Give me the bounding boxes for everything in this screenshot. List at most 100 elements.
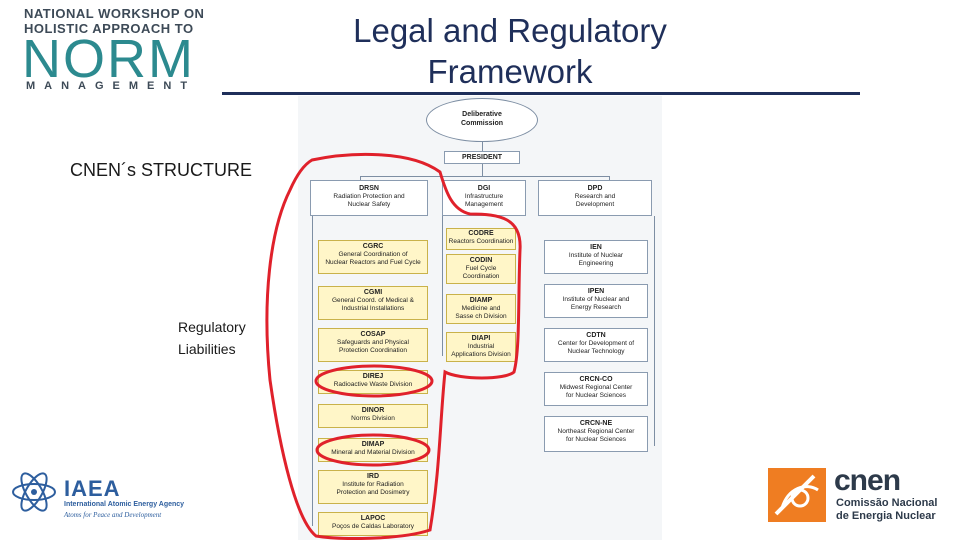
- highlight-outline: [265, 152, 522, 540]
- unit-desc: Reactors Coordination: [448, 238, 514, 245]
- unit-desc: Protection and Dosimetry: [336, 489, 410, 496]
- regulatory-label-line1: Regulatory: [178, 319, 246, 335]
- unit-desc: Institute for Radiation: [342, 481, 404, 488]
- unit-crcn-co: CRCN-CO Midwest Regional Center for Nucl…: [544, 372, 648, 406]
- unit-code: CODIN: [469, 257, 493, 264]
- regulatory-liabilities-label: Regulatory Liabilities: [178, 316, 246, 360]
- cnen-subtitle-line1: Comissão Nacional: [836, 497, 938, 509]
- unit-desc: Management: [465, 201, 503, 208]
- unit-dinor: DINOR Norms Division: [318, 404, 428, 428]
- connector-line: [654, 216, 655, 446]
- unit-desc: Coordination: [462, 273, 500, 280]
- unit-code: DRSN: [359, 185, 379, 192]
- regulatory-label-line2: Liabilities: [178, 341, 236, 357]
- cnen-emblem-graphic: [774, 474, 819, 516]
- unit-cgmi: CGMI General Coord. of Medical & Industr…: [318, 286, 428, 320]
- deliberative-commission-node: Deliberative Commission: [426, 98, 538, 142]
- workshop-logo-management: MANAGEMENT: [26, 80, 197, 92]
- unit-desc: Safeguards and Physical: [337, 339, 409, 346]
- connector-line: [360, 176, 610, 177]
- unit-code: CRCN-NE: [579, 420, 613, 427]
- unit-desc: Engineering: [578, 260, 614, 267]
- connector-line: [312, 216, 313, 526]
- unit-desc: Energy Research: [570, 304, 622, 311]
- unit-desc: Radioactive Waste Division: [333, 381, 413, 388]
- connector-line: [482, 164, 483, 176]
- unit-desc: Protection Coordination: [339, 347, 407, 354]
- unit-codre: CODRE Reactors Coordination: [446, 228, 516, 250]
- unit-ien: IEN Institute of Nuclear Engineering: [544, 240, 648, 274]
- iaea-name: IAEA: [64, 476, 121, 501]
- unit-code: IPEN: [587, 288, 605, 295]
- title-underline: [222, 92, 860, 95]
- unit-code: DIREJ: [362, 373, 384, 380]
- directorate-dgi: DGI Infrastructure Management: [442, 180, 526, 216]
- unit-desc: General Coordination of: [338, 251, 408, 258]
- workshop-logo-norm: NORM: [22, 29, 195, 89]
- unit-code: DINOR: [361, 407, 385, 414]
- directorate-dpd: DPD Research and Development: [538, 180, 652, 216]
- unit-lapoc: LAPOC Poços de Caldas Laboratory: [318, 512, 428, 536]
- workshop-logo-line1: NATIONAL WORKSHOP ON: [24, 6, 205, 21]
- unit-code: CGMI: [363, 289, 383, 296]
- unit-desc: Industrial: [467, 343, 495, 350]
- connector-line: [609, 176, 610, 180]
- unit-direj: DIREJ Radioactive Waste Division: [318, 370, 428, 394]
- unit-desc: Development: [575, 201, 615, 208]
- slide-title-line2: Framework: [427, 53, 593, 90]
- workshop-logo-line2: HOLISTIC APPROACH TO: [24, 21, 194, 36]
- unit-desc: Center for Development of: [557, 340, 635, 347]
- iaea-motto: Atoms for Peace and Development: [64, 511, 162, 519]
- unit-ird: IRD Institute for Radiation Protection a…: [318, 470, 428, 504]
- highlight-circle-dimap: [315, 433, 431, 467]
- unit-desc: Nuclear Reactors and Fuel Cycle: [325, 259, 421, 266]
- unit-codin: CODIN Fuel Cycle Coordination: [446, 254, 516, 284]
- cnen-wordmark: cnen: [834, 464, 901, 497]
- unit-code: DIAPI: [471, 335, 491, 342]
- unit-code: COSAP: [360, 331, 386, 338]
- unit-diamp: DIAMP Medicine and Sasse ch Division: [446, 294, 516, 324]
- unit-desc: Mineral and Material Division: [331, 449, 415, 456]
- cnen-logo: cnen Comissão Nacional de Energia Nuclea…: [768, 464, 948, 526]
- unit-code: DIMAP: [361, 441, 385, 448]
- commission-label: Commission: [460, 120, 503, 127]
- unit-desc: Midwest Regional Center: [559, 384, 633, 391]
- unit-desc: for Nuclear Sciences: [566, 392, 626, 399]
- president-node: PRESIDENT: [444, 151, 520, 164]
- unit-code: CRCN-CO: [579, 376, 613, 383]
- unit-code: IEN: [590, 244, 602, 251]
- unit-desc: Fuel Cycle: [465, 265, 497, 272]
- unit-cgrc: CGRC General Coordination of Nuclear Rea…: [318, 240, 428, 274]
- highlight-circle-direj: [314, 364, 434, 398]
- directorate-drsn: DRSN Radiation Protection and Nuclear Sa…: [310, 180, 428, 216]
- iaea-logo: IAEA International Atomic Energy Agency …: [10, 466, 200, 524]
- cnen-emblem-icon: [768, 468, 826, 522]
- connector-line: [360, 176, 361, 180]
- cnen-subtitle-line2: de Energia Nuclear: [836, 510, 936, 522]
- unit-desc: Sasse ch Division: [455, 313, 507, 320]
- unit-desc: Nuclear Safety: [347, 201, 391, 208]
- unit-cdtn: CDTN Center for Development of Nuclear T…: [544, 328, 648, 362]
- unit-code: CGRC: [362, 243, 384, 250]
- unit-ipen: IPEN Institute of Nuclear and Energy Res…: [544, 284, 648, 318]
- connector-line: [482, 142, 483, 152]
- unit-desc: Institute of Nuclear and: [562, 296, 630, 303]
- unit-code: LAPOC: [360, 515, 386, 522]
- unit-code: DGI: [477, 185, 491, 192]
- unit-desc: Radiation Protection and: [333, 193, 405, 200]
- unit-code: CODRE: [468, 230, 494, 237]
- unit-desc: Medicine and: [461, 305, 501, 312]
- unit-code: DPD: [587, 185, 603, 192]
- unit-code: CDTN: [586, 332, 606, 339]
- unit-code: IRD: [366, 473, 380, 480]
- atom-icon: [12, 472, 56, 512]
- unit-cosap: COSAP Safeguards and Physical Protection…: [318, 328, 428, 362]
- unit-crcn-ne: CRCN-NE Northeast Regional Center for Nu…: [544, 416, 648, 452]
- unit-desc: General Coord. of Medical &: [331, 297, 414, 304]
- unit-desc: Nuclear Technology: [567, 348, 625, 355]
- unit-desc: for Nuclear Sciences: [566, 436, 626, 443]
- unit-desc: Institute of Nuclear: [568, 252, 624, 259]
- unit-desc: Northeast Regional Center: [557, 428, 635, 435]
- iaea-subtitle: International Atomic Energy Agency: [64, 501, 185, 508]
